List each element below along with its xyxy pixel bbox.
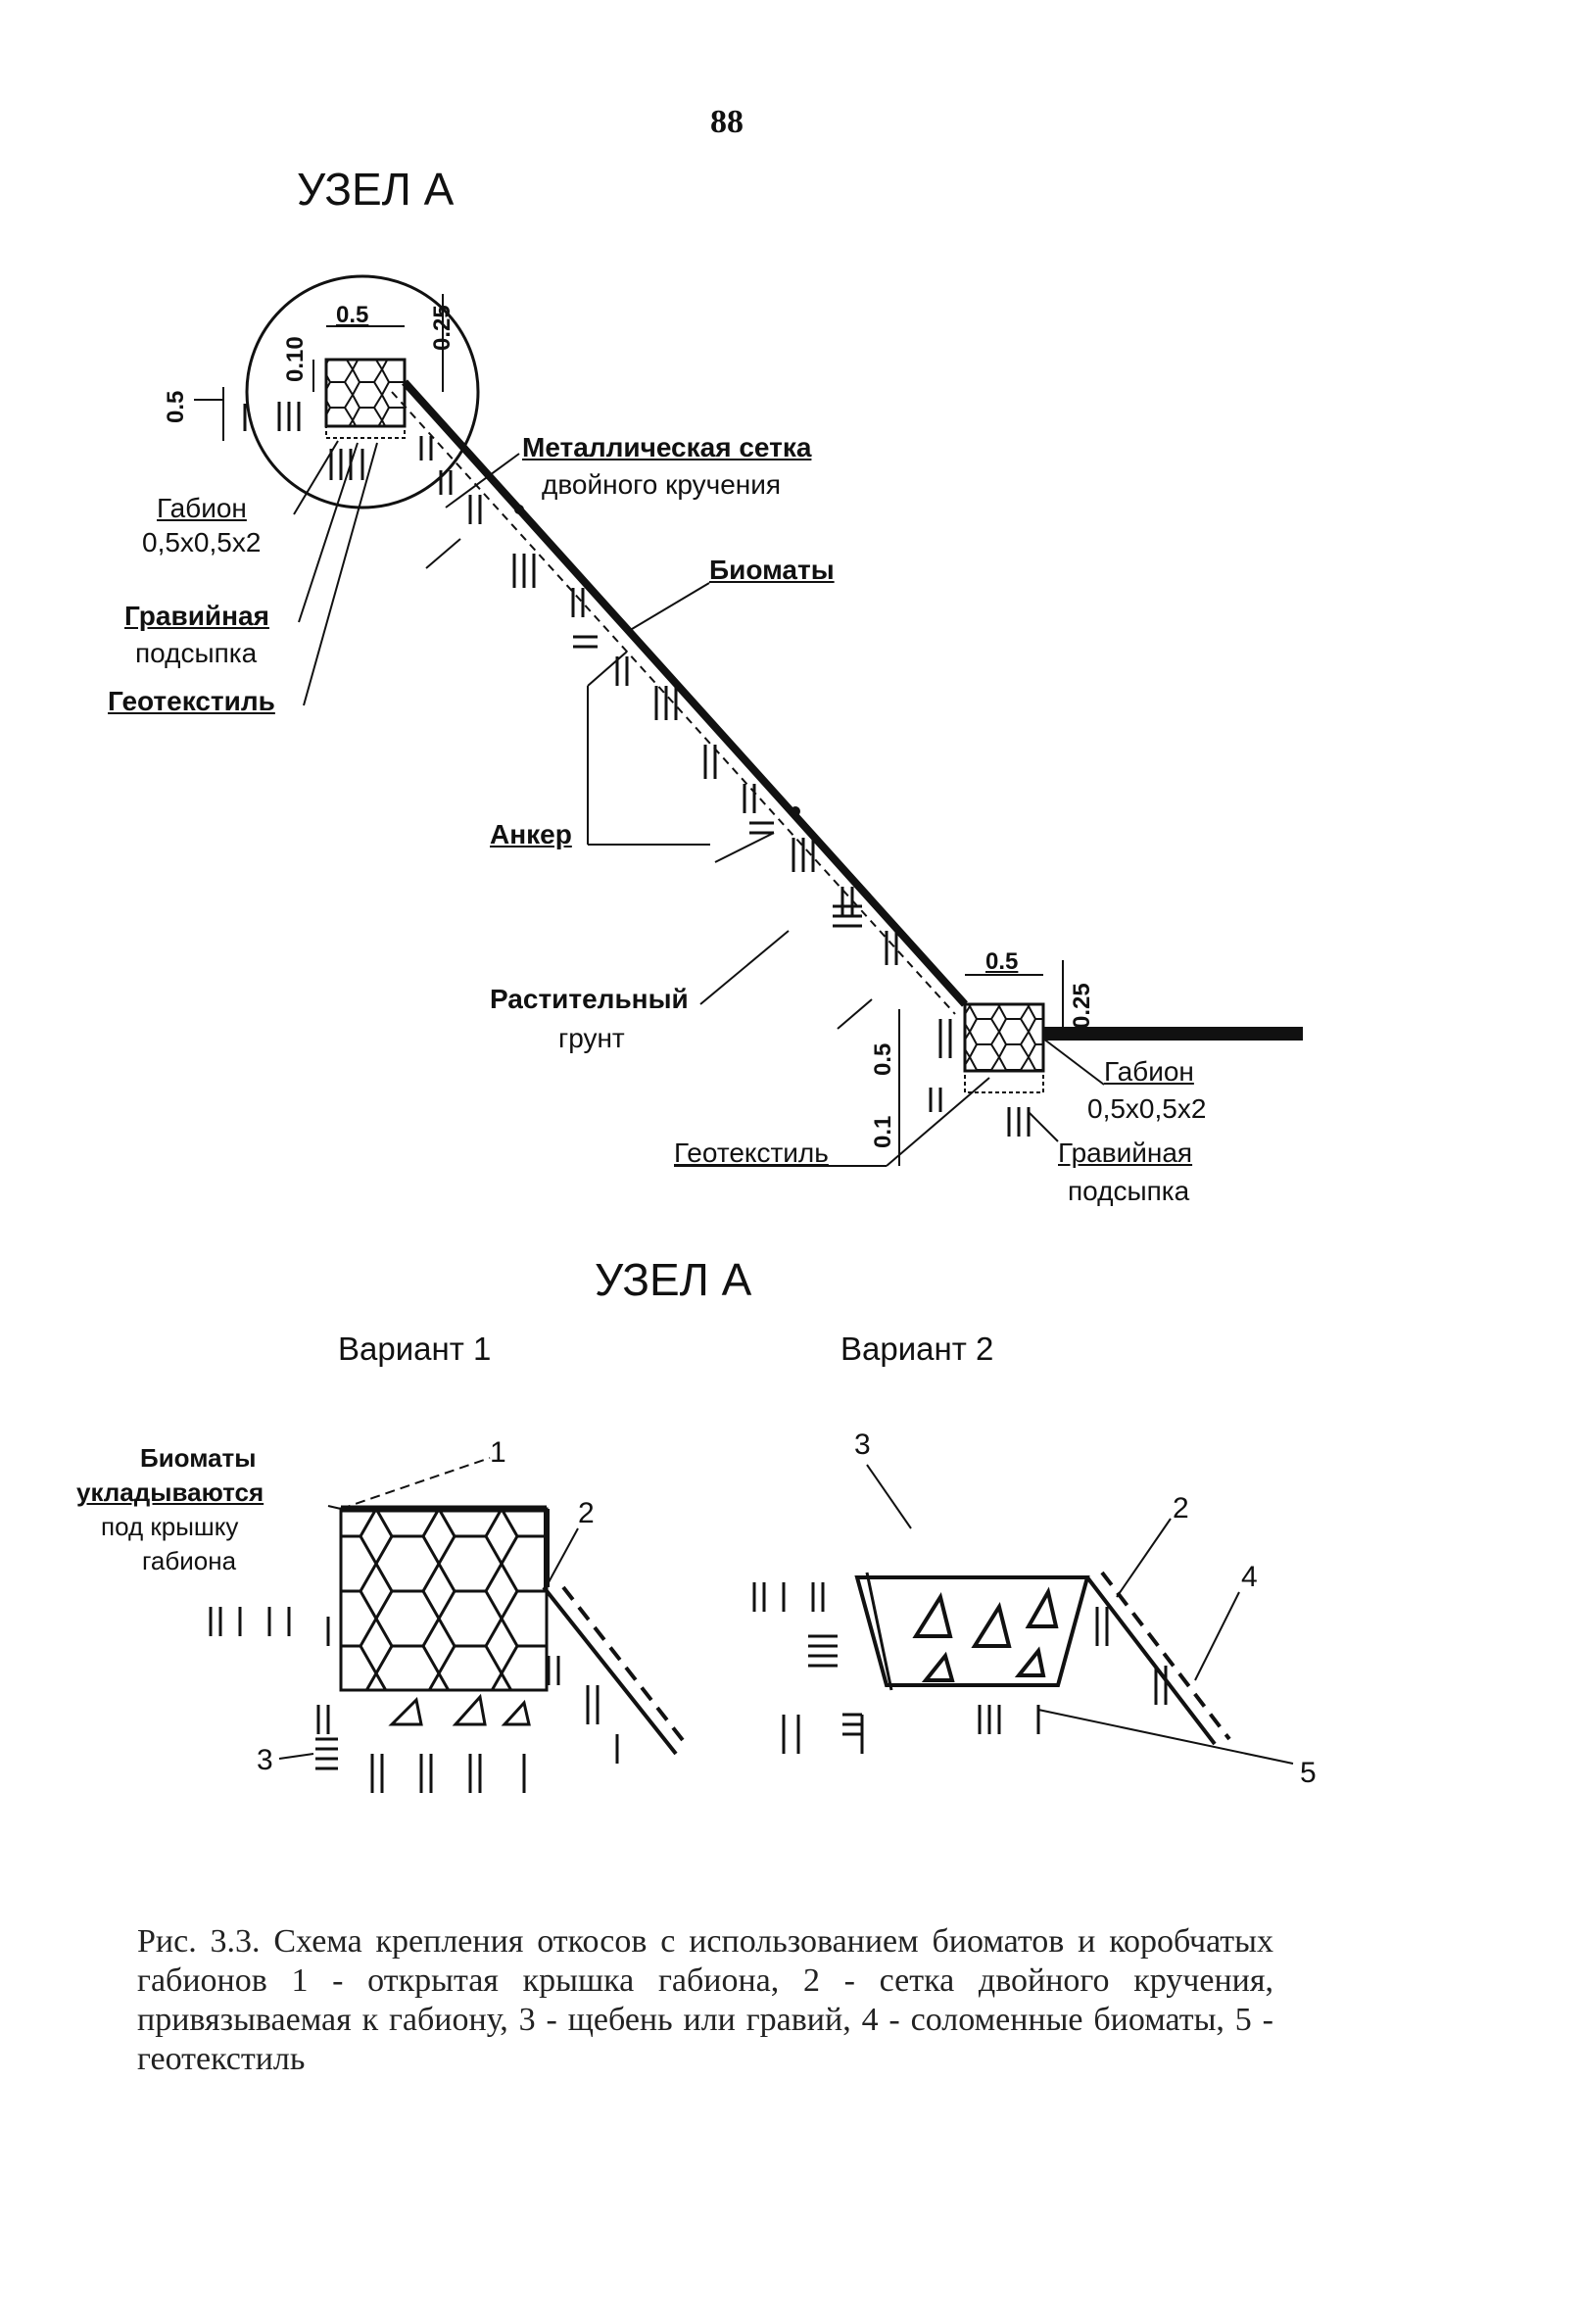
- v2-biomats: [1100, 1571, 1231, 1741]
- label-gravel-top-2: подсыпка: [135, 638, 258, 668]
- detail-circle: [245, 274, 480, 509]
- bottom-gravel: [964, 1070, 1044, 1093]
- v1-gabion: [339, 1507, 549, 1692]
- label-gabion-bottom: Габион: [1104, 1056, 1194, 1087]
- v1-leaders: [278, 1457, 579, 1760]
- label-gravel-top: Гравийная: [124, 601, 269, 631]
- label-gabion-top: Габион: [157, 493, 247, 523]
- v1-callout-2: 2: [578, 1497, 595, 1529]
- v1-callout-3: 3: [257, 1744, 273, 1776]
- bottom-figure-title: УЗЕЛ А: [595, 1254, 752, 1305]
- v2-callout-2: 2: [1173, 1492, 1189, 1525]
- dim-bottom-width: 0.5: [985, 948, 1019, 975]
- v1-note-3: под крышку: [101, 1512, 239, 1541]
- v1-slope: [542, 1585, 678, 1756]
- ground-line: [1043, 1027, 1303, 1041]
- page-number: 88: [710, 104, 744, 140]
- v1-note-1: Биоматы: [140, 1443, 257, 1473]
- label-geotextile-top: Геотекстиль: [108, 686, 275, 716]
- ground-hatch-top: [243, 402, 453, 495]
- v2-gravel-triangles: [912, 1586, 1059, 1682]
- v1-note-4: габиона: [142, 1546, 237, 1575]
- v1-gravel-triangles: [388, 1693, 531, 1726]
- label-vegetative: Растительный: [490, 984, 689, 1014]
- v2-callout-3: 3: [854, 1428, 871, 1461]
- label-biomats: Биоматы: [709, 555, 835, 585]
- label-gravel-bottom-2: подсыпка: [1068, 1176, 1190, 1206]
- v2-slope: [1085, 1575, 1217, 1746]
- label-metal-mesh-2: двойного кручения: [542, 469, 782, 500]
- label-gabion-bottom-size: 0,5х0,5х2: [1087, 1093, 1207, 1124]
- v2-callout-5: 5: [1300, 1757, 1317, 1789]
- v2-callout-4: 4: [1241, 1561, 1258, 1593]
- slope-hatch: [468, 495, 898, 965]
- label-geotextile-bottom: Геотекстиль: [674, 1138, 829, 1168]
- bottom-hatch: [929, 1019, 1031, 1137]
- dim-top-width: 0.5: [336, 302, 369, 328]
- top-gravel: [325, 425, 406, 439]
- v2-hatch: [752, 1582, 1168, 1754]
- label-vegetative-2: грунт: [558, 1023, 625, 1053]
- v1-note-2: укладываются: [76, 1477, 264, 1507]
- label-gravel-bottom: Гравийная: [1058, 1138, 1193, 1168]
- v1-hatch: [209, 1607, 619, 1793]
- slope-biomat-line: [391, 391, 956, 1015]
- figure-caption: Рис. 3.3. Схема крепления откосов с испо…: [137, 1923, 1273, 2078]
- label-metal-mesh: Металлическая сетка: [522, 432, 812, 462]
- label-gabion-top-size: 0,5х0,5х2: [142, 527, 262, 557]
- variant2-title: Вариант 2: [840, 1331, 994, 1367]
- label-anchor: Анкер: [490, 819, 572, 849]
- v1-biomats: [561, 1585, 688, 1746]
- slope-mesh-line: [402, 379, 968, 1007]
- top-figure-title: УЗЕЛ А: [297, 164, 455, 215]
- v1-callout-1: 1: [490, 1436, 506, 1469]
- v2-leaders: [866, 1464, 1294, 1765]
- v2-trapezoid-gabion: [854, 1575, 1090, 1687]
- bottom-gabion: [963, 1002, 1045, 1073]
- leader-lines-top: [293, 440, 1105, 1167]
- variant1-title: Вариант 1: [338, 1331, 492, 1367]
